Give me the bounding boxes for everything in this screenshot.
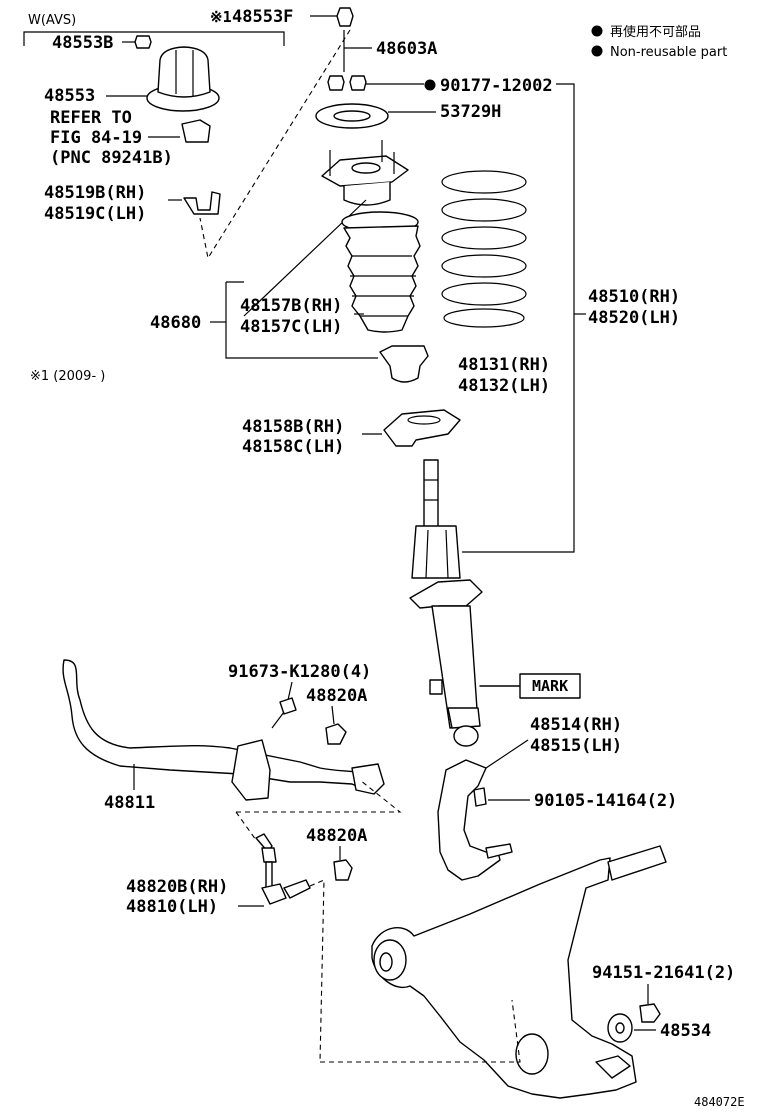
label-48553B: 48553B: [52, 33, 113, 53]
label-48820A-top: 48820A: [306, 686, 367, 706]
steering-arm-icon: [437, 759, 513, 881]
connector-icon: [181, 119, 211, 143]
label-48553F: 48553F: [232, 7, 293, 27]
nut-48553F-icon: [336, 7, 354, 27]
assembly-bracket: [462, 83, 575, 553]
label-94151: 94151-21641(2): [592, 963, 735, 983]
label-53729H: 53729H: [440, 102, 501, 122]
non-reusable-bullet-icon: [424, 79, 436, 91]
stabilizer-link-icon: [255, 833, 311, 905]
label-48520: 48520(LH): [588, 308, 680, 328]
label-48132: 48132(LH): [458, 376, 550, 396]
coil-spring-icon: [441, 170, 527, 328]
label-48158C: 48158C(LH): [242, 437, 344, 457]
bushing-48534-icon: [607, 1013, 633, 1043]
label-48603A: 48603A: [376, 39, 437, 59]
non-reusable-bullet-icon: [591, 45, 603, 57]
nut-48553B-icon: [134, 35, 152, 49]
variant-bracket: [23, 31, 285, 46]
bracket-48519-icon: [183, 191, 221, 215]
label-48811: 48811: [104, 793, 155, 813]
plate-53729H-icon: [315, 103, 389, 129]
label-90105: 90105-14164(2): [534, 791, 677, 811]
variant-label: W(AVS): [28, 13, 76, 28]
non-reusable-bullet-icon: [591, 25, 603, 37]
nut-48603A-icon: [327, 75, 345, 91]
refer-line2: FIG 84-19: [50, 128, 142, 148]
label-90177: 90177-12002: [440, 76, 553, 96]
label-48510: 48510(RH): [588, 287, 680, 307]
label-48157B: 48157B(RH): [240, 296, 342, 316]
legend-jp: 再使用不可部品: [610, 24, 701, 40]
label-48810: 48810(LH): [126, 897, 218, 917]
label-48553: 48553: [44, 86, 95, 106]
shock-absorber-icon: [409, 459, 483, 747]
label-91673: 91673-K1280(4): [228, 662, 371, 682]
label-48519B: 48519B(RH): [44, 183, 146, 203]
label-48534: 48534: [660, 1021, 711, 1041]
legend-en: Non-reusable part: [610, 45, 727, 60]
bound-stopper-48157-icon: [341, 211, 421, 333]
label-48157C: 48157C(LH): [240, 317, 342, 337]
refer-line1: REFER TO: [50, 108, 132, 128]
bolt-90105-icon: [473, 787, 487, 807]
note-range: ※1 (2009- ): [30, 369, 105, 384]
figure-id: 484072E: [694, 1095, 745, 1109]
nut-94151-icon: [639, 1003, 661, 1023]
nut-48820A-bot-icon: [333, 859, 353, 881]
label-48515: 48515(LH): [530, 736, 622, 756]
nut-48820A-top-icon: [325, 723, 347, 745]
stabilizer-bar-icon: [62, 659, 385, 801]
label-48680: 48680: [150, 313, 201, 333]
label-48131: 48131(RH): [458, 355, 550, 375]
insulator-icon: [379, 345, 429, 383]
mark-label: MARK: [532, 677, 568, 695]
label-48158B: 48158B(RH): [242, 417, 344, 437]
bolt-91673-icon: [279, 697, 297, 715]
label-48514: 48514(RH): [530, 715, 622, 735]
note-symbol: ※1: [210, 8, 232, 26]
spring-insulator-48158-icon: [383, 409, 461, 447]
nut-90177-icon: [349, 75, 367, 91]
lower-arm-icon: [371, 845, 667, 1099]
label-48820A-bot: 48820A: [306, 826, 367, 846]
actuator-48553-icon: [146, 46, 220, 112]
refer-line3: (PNC 89241B): [50, 148, 173, 168]
mark-callout: [479, 673, 581, 699]
label-48519C: 48519C(LH): [44, 204, 146, 224]
upper-support-icon: [321, 140, 409, 206]
label-48820B: 48820B(RH): [126, 877, 228, 897]
